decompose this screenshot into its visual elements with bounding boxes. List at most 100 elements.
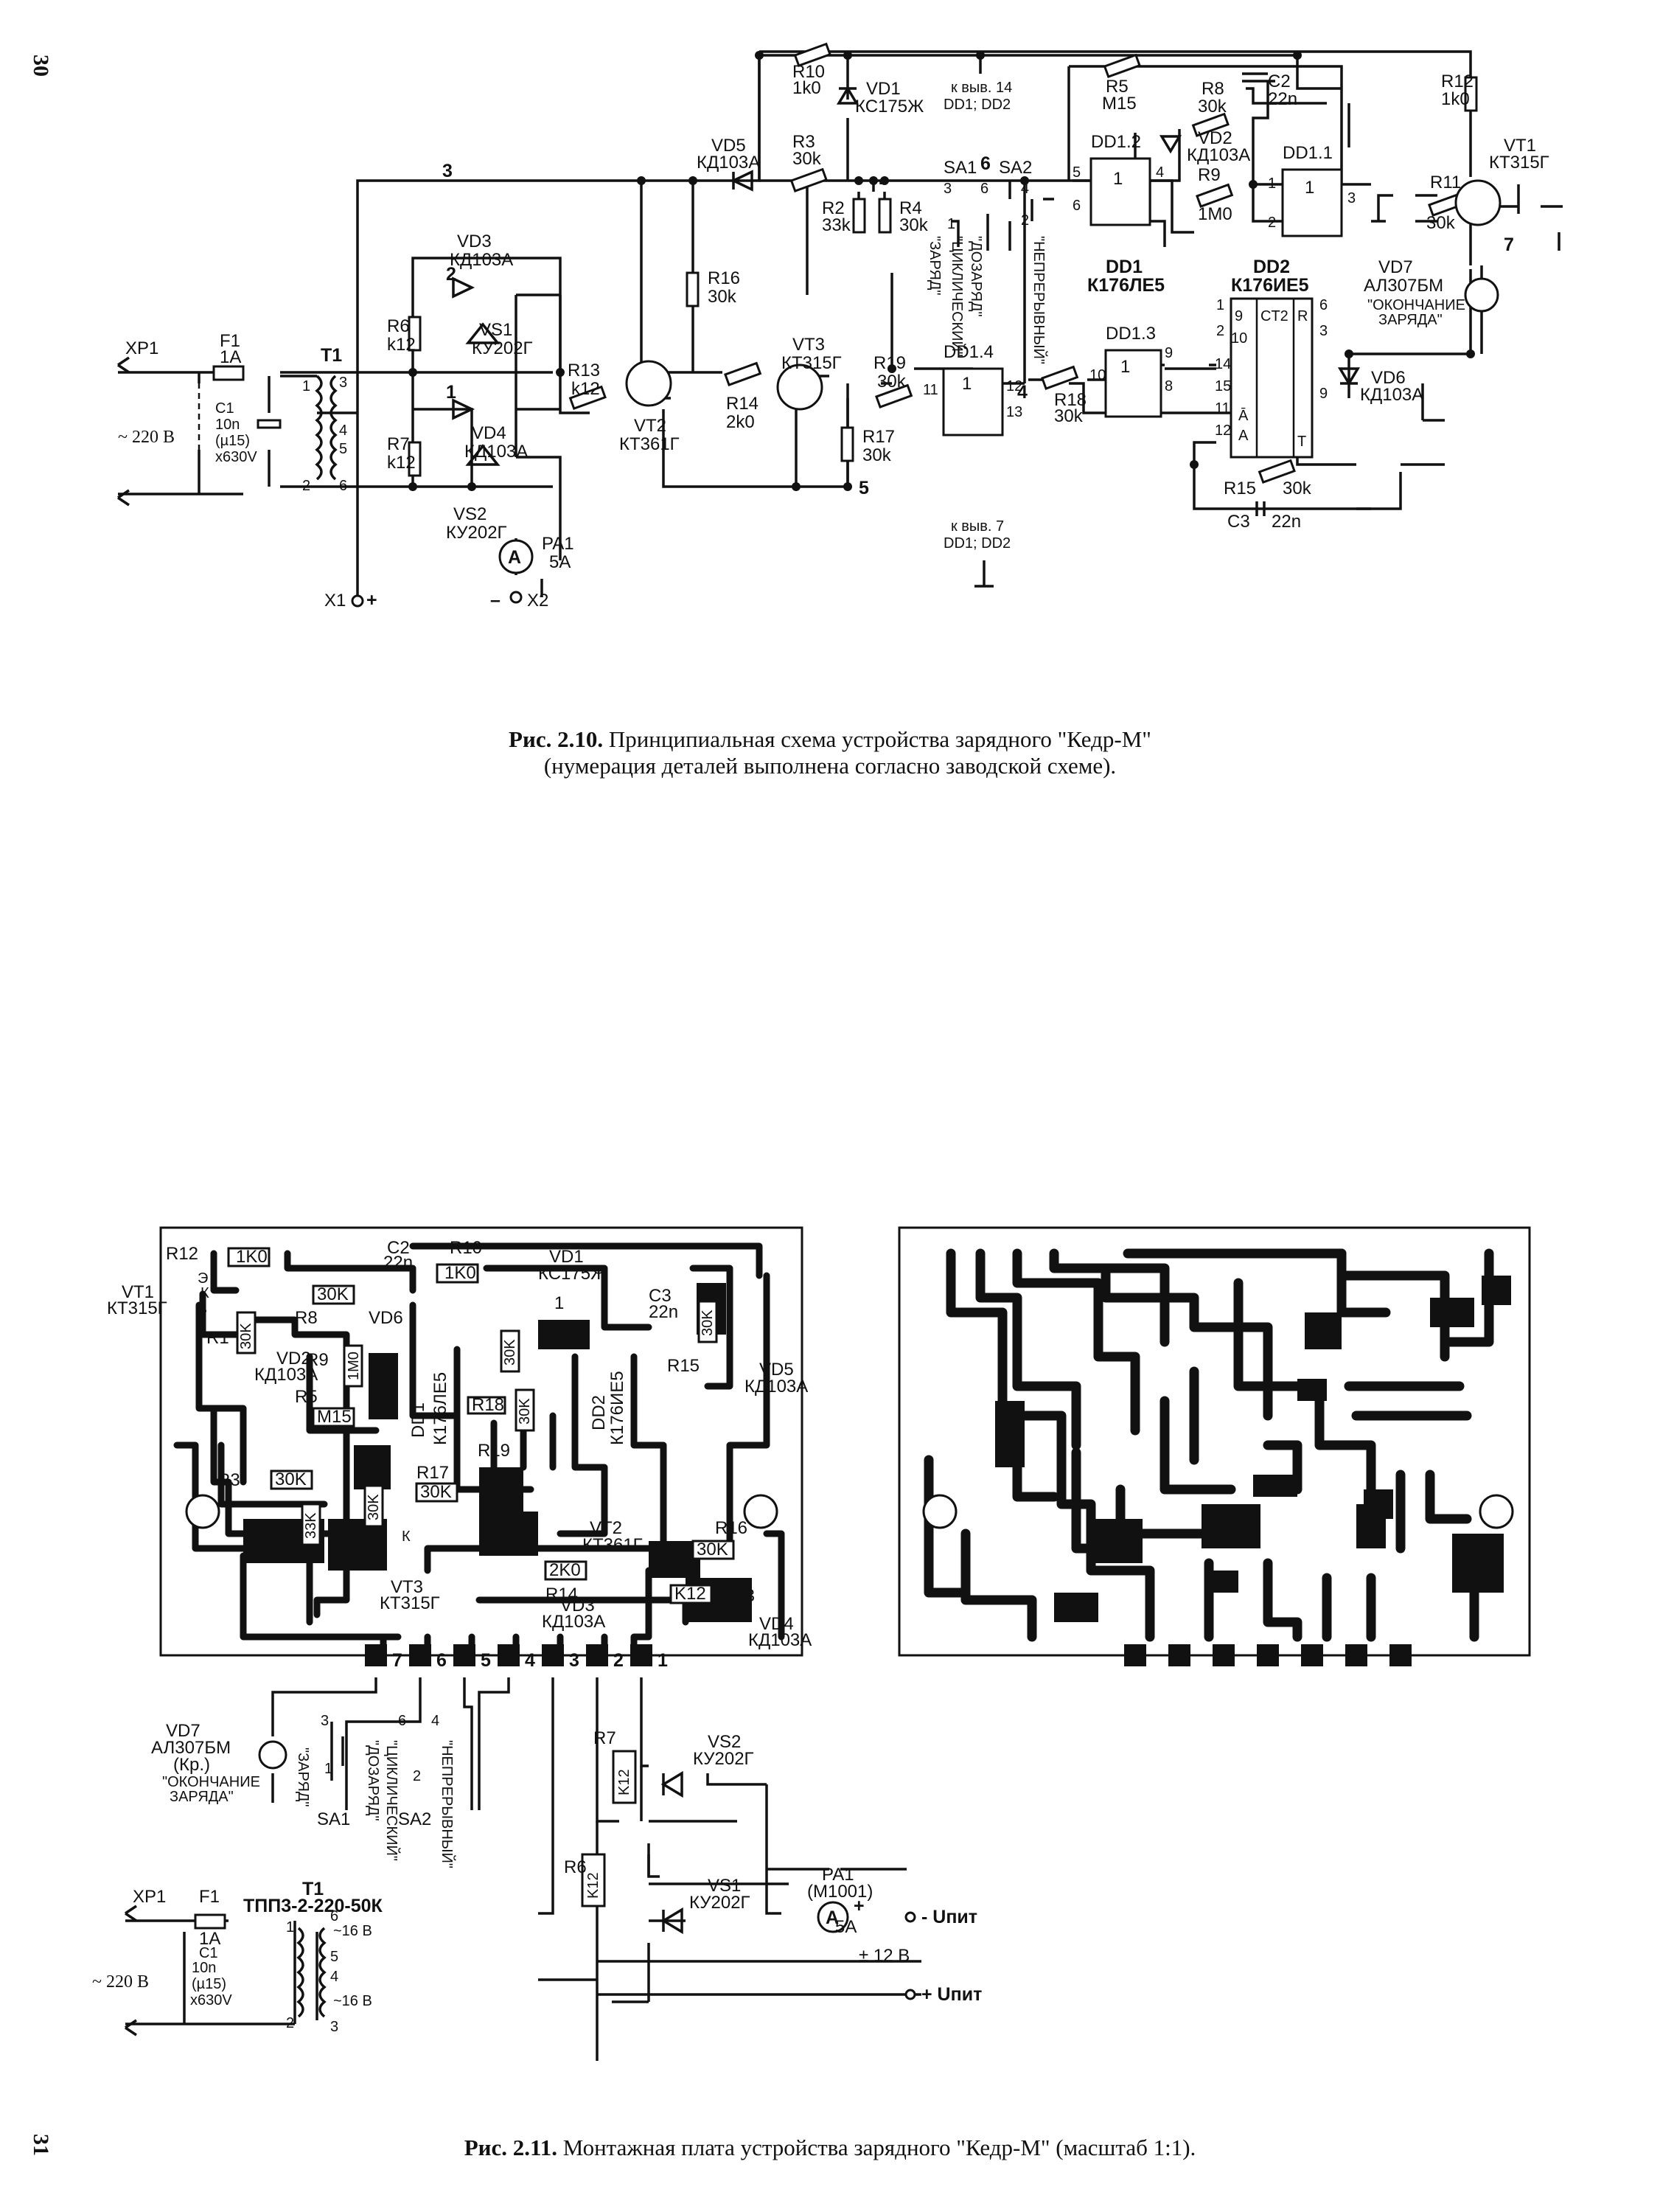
wiring-f1-label: F1: [199, 1887, 220, 1907]
r7-label: R7: [387, 434, 410, 454]
wiring-pa1-label: PA1: [822, 1865, 854, 1885]
vs1-label: VS1: [479, 320, 512, 340]
dd1-3-pin-8: 8: [1165, 378, 1173, 394]
r11-label: R11: [1430, 173, 1461, 192]
board-r5-value: M15: [317, 1407, 352, 1427]
node-5: 5: [859, 478, 869, 498]
counter-pin-15: 15: [1215, 378, 1231, 394]
board-r15-label: R15: [667, 1356, 700, 1376]
xp1-label: XP1: [125, 338, 158, 358]
board-r3-label: R3: [217, 1470, 240, 1490]
board-vt1-e: Э: [198, 1270, 208, 1287]
wiring-sa1-label: SA1: [317, 1809, 350, 1829]
vt1-type: КТ315Г: [1489, 153, 1549, 173]
board-r12-body: [227, 1247, 271, 1267]
r12-label: R12: [1441, 72, 1474, 91]
board-r17-value: 30K: [420, 1482, 452, 1502]
r8-value: 30k: [1198, 97, 1227, 116]
dd1-1-symbol: 1: [1305, 178, 1314, 198]
vd7-note-2: ЗАРЯДА": [1378, 312, 1443, 328]
dd1-type: К176ЛЕ5: [1087, 275, 1165, 296]
board-copper-side: [898, 1226, 1531, 1666]
wiring-mode-cyclic: "ЦИКЛИЧЕСКИЙ": [383, 1740, 401, 1861]
vd1-type: КС175Ж: [855, 97, 924, 116]
r14-label: R14: [726, 394, 758, 414]
x2-label: X2: [527, 591, 548, 611]
wiring-t1-pin-3: 3: [330, 2019, 338, 2035]
r10-label: R10: [792, 62, 825, 82]
node-4: 4: [1017, 382, 1028, 403]
vd5-label: VD5: [711, 136, 746, 156]
board-vt1-label: VT1: [122, 1282, 154, 1302]
counter-label-a: A: [1238, 428, 1249, 444]
copper-fills: [995, 1276, 1511, 1622]
board-c2-value: 22n: [383, 1253, 413, 1273]
wiring-mode-post: "ДОЗАРЯД": [365, 1740, 381, 1821]
dd1-2-label: DD1.2: [1091, 132, 1141, 152]
node-1: 1: [446, 382, 456, 403]
wiring-sa2-pin-4: 4: [431, 1713, 439, 1729]
r3-label: R3: [792, 132, 815, 152]
wiring-vs1-label: VS1: [708, 1876, 741, 1896]
dd1-1-pin-2: 2: [1268, 215, 1276, 231]
wiring-pa1-plus: +: [854, 1896, 865, 1916]
vd7-label: VD7: [1378, 257, 1413, 277]
logic-section: 1 DD1.2 5 4 6 1 DD1.1 1 3 2 R5 M15 C2 22…: [1073, 53, 1356, 296]
r15-value: 30k: [1283, 479, 1312, 498]
vt1-label: VT1: [1504, 136, 1536, 156]
r4-label: R4: [899, 198, 922, 218]
dd1-1-label: DD1.1: [1283, 143, 1333, 163]
counter-label-ct2: CT2: [1260, 308, 1288, 324]
counter-pin-2: 2: [1216, 323, 1224, 339]
node-2: 2: [446, 264, 456, 285]
board-r12-label: R12: [166, 1244, 198, 1264]
f1-label: F1: [220, 331, 240, 351]
mode-charge: "ЗАРЯД": [927, 236, 943, 296]
counter-pin-14: 14: [1215, 356, 1231, 372]
wiring-r7-value: K12: [616, 1769, 632, 1795]
board-r8-label: R8: [295, 1308, 318, 1328]
driver-section: R13 k12 VT2 КТ361Г R16 30k R14 2k0 VT3 К…: [568, 136, 913, 498]
dd1-1-pin-3: 3: [1347, 190, 1356, 206]
wiring-r6-value: K12: [585, 1872, 601, 1899]
vd3-type: КД103А: [450, 250, 513, 270]
dd2-type: К176ИЕ5: [1231, 275, 1309, 296]
vd4-type: КД103А: [464, 442, 528, 462]
wiring-t1-pin-2: 2: [286, 2015, 294, 2031]
board-vt1-b: Б: [198, 1301, 207, 1318]
t1-label: T1: [321, 345, 342, 366]
copper-terminal-pads: [1124, 1644, 1412, 1666]
board-vd2-type: КД103А: [254, 1365, 318, 1385]
c1-value: 10n: [215, 417, 240, 433]
mode-cyclic: "ЦИКЛИЧЕСКИЙ": [949, 236, 966, 357]
r19-value: 30k: [877, 372, 907, 392]
vs1-type: КУ202Г: [472, 338, 533, 358]
terminal-6: 6: [436, 1650, 447, 1666]
board-r4-label: R4: [365, 1544, 388, 1564]
wiring-c1-value-2: (µ15): [192, 1976, 226, 1992]
board-vd3-label: VD3: [560, 1596, 595, 1615]
board-r2-value: 33K: [303, 1512, 319, 1539]
board-r10-label: R10: [450, 1238, 482, 1258]
dd1-4-symbol: 1: [962, 374, 972, 394]
r3-value: 30k: [792, 149, 822, 169]
board-r1-label: R1: [206, 1328, 229, 1348]
caption-2-11-prefix: Рис. 2.11.: [464, 2135, 558, 2160]
fuse-f1: [212, 365, 245, 381]
counter-pin-r9: 9: [1319, 386, 1328, 402]
t1-pin-1: 1: [302, 378, 310, 394]
dd1-4-pin-13: 13: [1006, 404, 1022, 420]
sw-pin-3: 3: [944, 181, 952, 197]
wiring-pa1-glyph: A: [826, 1907, 839, 1928]
wiring-t1-type: ТПП3-2-220-50К: [243, 1896, 383, 1916]
dd1-3-pin-10: 10: [1089, 367, 1106, 383]
counter-pin-10: 10: [1231, 330, 1247, 347]
to-pin-7-chips: DD1; DD2: [944, 535, 1011, 552]
board-vd1-label: VD1: [549, 1247, 584, 1267]
board-r13-label: R13: [722, 1586, 755, 1606]
wiring-vs2-label: VS2: [708, 1732, 741, 1752]
r18-value: 30k: [1054, 406, 1084, 426]
sa1-label: SA1: [944, 158, 977, 178]
board-r8-value: 30K: [317, 1284, 349, 1304]
board-r16-value: 30K: [697, 1540, 728, 1559]
